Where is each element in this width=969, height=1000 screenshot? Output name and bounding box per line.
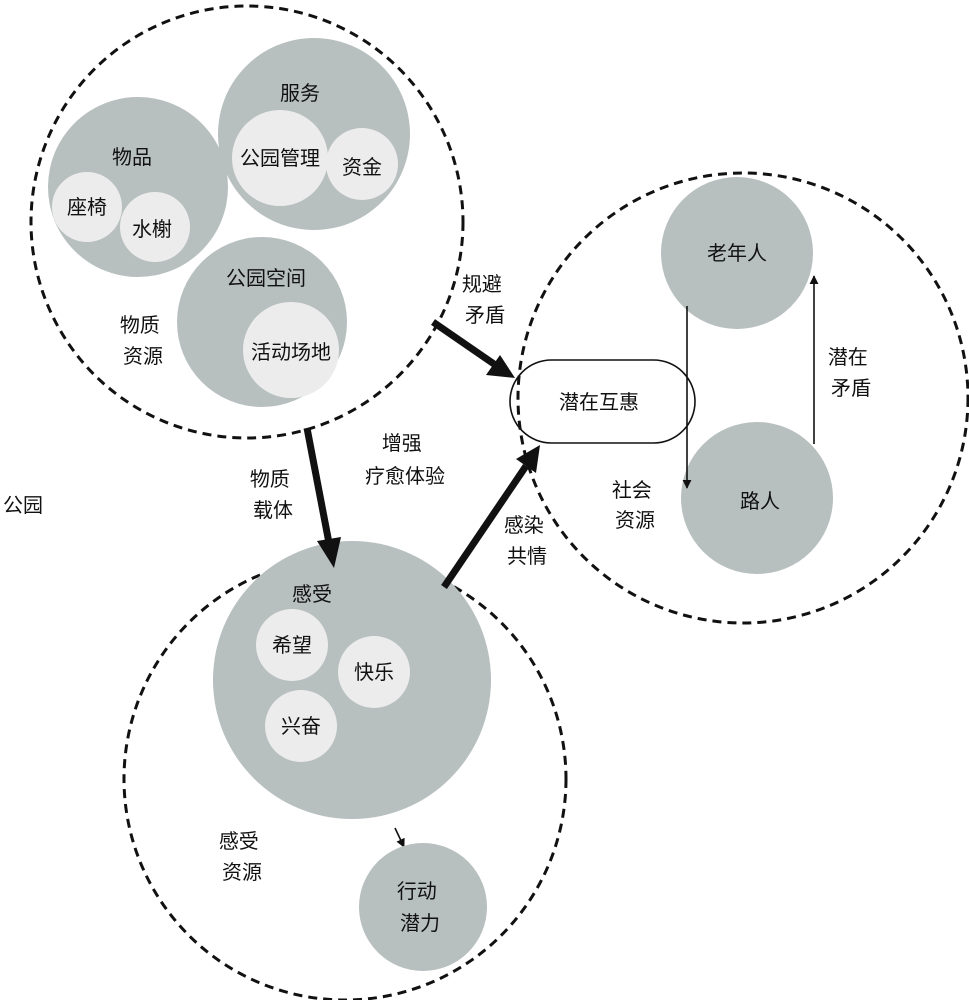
enhance-healing-label: 增强 疗愈体验: [365, 431, 445, 488]
potential-reciprocity-label: 潜在互惠: [559, 390, 639, 414]
hope-circle: [256, 609, 328, 681]
park-management-circle: [232, 110, 328, 206]
trees-circle: [120, 192, 190, 262]
material-carrier-label: 物质 载体: [250, 467, 296, 522]
service-label: 服务: [280, 81, 320, 105]
action-potential-label: 行动 潜力: [397, 879, 443, 935]
passerby-label: 路人: [740, 489, 780, 513]
trees-label: 水榭: [132, 217, 172, 241]
infect-empathy-label: 感染 共情: [504, 513, 550, 568]
avoid-conflict-label: 规避 矛盾: [462, 272, 508, 327]
passerby-circle: [681, 422, 833, 574]
happiness-label: 快乐: [354, 660, 394, 684]
happiness-circle: [338, 636, 410, 708]
goods-label: 物品: [112, 145, 152, 169]
excitement-circle: [265, 690, 337, 762]
activity-venue-label: 活动场地: [251, 340, 331, 364]
feeling-to-action-arrow: [394, 827, 405, 848]
avoid-conflict-arrow: [431, 319, 515, 378]
action-potential-circle: [359, 843, 487, 971]
park-management-label: 公园管理: [240, 146, 320, 170]
elderly-circle: [661, 177, 813, 329]
infect-empathy-arrow: [441, 445, 540, 589]
elderly-label: 老年人: [707, 241, 767, 265]
social-resources-label: 社会 资源: [612, 478, 658, 532]
excitement-label: 兴奋: [281, 714, 321, 738]
material-carrier-arrow: [303, 427, 341, 568]
park-space-label: 公园空间: [226, 266, 306, 290]
feeling-resources-label: 感受 资源: [219, 829, 265, 884]
potential-reciprocity-box: [509, 359, 696, 444]
park-label: 公园: [3, 493, 43, 517]
feeling-label: 感受: [292, 582, 332, 606]
funds-circle: [326, 128, 398, 200]
material-resources-boundary: [29, 4, 465, 440]
seat-label: 座椅: [67, 195, 107, 219]
potential-conflict-label: 潜在 矛盾: [828, 345, 874, 400]
funds-label: 资金: [342, 155, 382, 179]
hope-label: 希望: [272, 633, 312, 657]
activity-venue-circle: [243, 302, 339, 398]
material-resources-label: 物质 资源: [120, 313, 166, 368]
seat-circle: [52, 172, 122, 242]
social-resources-boundary: [516, 171, 969, 625]
